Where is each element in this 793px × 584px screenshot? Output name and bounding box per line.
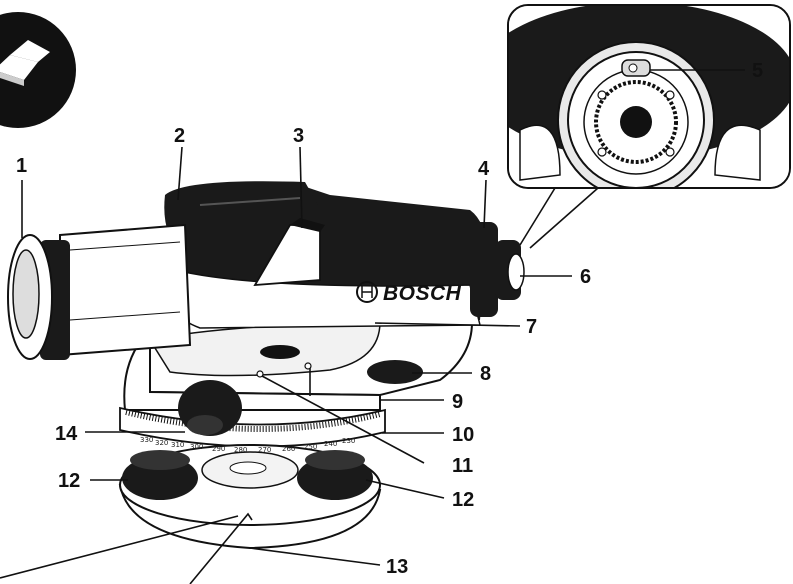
- callout-7: 7: [526, 316, 537, 338]
- callout-3: 3: [293, 125, 304, 147]
- brand-text: BOSCH: [383, 282, 462, 305]
- callout-8: 8: [480, 363, 491, 385]
- callout-13: 13: [386, 556, 408, 578]
- instrument-body: [7, 181, 525, 550]
- callout-4: 4: [478, 158, 490, 180]
- scale-label-300: 300: [190, 443, 203, 451]
- book-icon: [0, 12, 76, 128]
- callout-12-left: 12: [58, 470, 80, 492]
- bosch-logo-icon: [356, 281, 378, 303]
- scale-label-250: 250: [304, 443, 317, 451]
- callout-1: 1: [16, 155, 27, 177]
- callout-2: 2: [174, 125, 185, 147]
- callout-10: 10: [452, 424, 474, 446]
- scale-label-280: 280: [234, 446, 247, 454]
- callout-11: 11: [452, 455, 473, 477]
- leader-lines: [0, 69, 745, 584]
- callout-12-right: 12: [452, 489, 474, 511]
- scale-label-240: 240: [324, 440, 337, 448]
- callout-5: 5: [752, 60, 763, 82]
- scale-labels: 330 320 310 300 290 280 270 260 250 240 …: [140, 436, 355, 454]
- scale-label-310: 310: [171, 441, 184, 449]
- callout-14: 14: [55, 423, 78, 445]
- detail-inset: [507, 4, 791, 249]
- callouts: 1 2 3 4 5 6 7 8 9 10 11 12 12 13 14: [16, 60, 763, 578]
- scale-label-270: 270: [258, 446, 271, 454]
- callout-9: 9: [452, 391, 463, 413]
- scale-label-230: 230: [342, 437, 355, 445]
- scale-label-330: 330: [140, 436, 153, 444]
- scale-label-290: 290: [212, 445, 225, 453]
- scale-label-260: 260: [282, 445, 295, 453]
- scale-label-320: 320: [155, 439, 168, 447]
- callout-6: 6: [580, 266, 591, 288]
